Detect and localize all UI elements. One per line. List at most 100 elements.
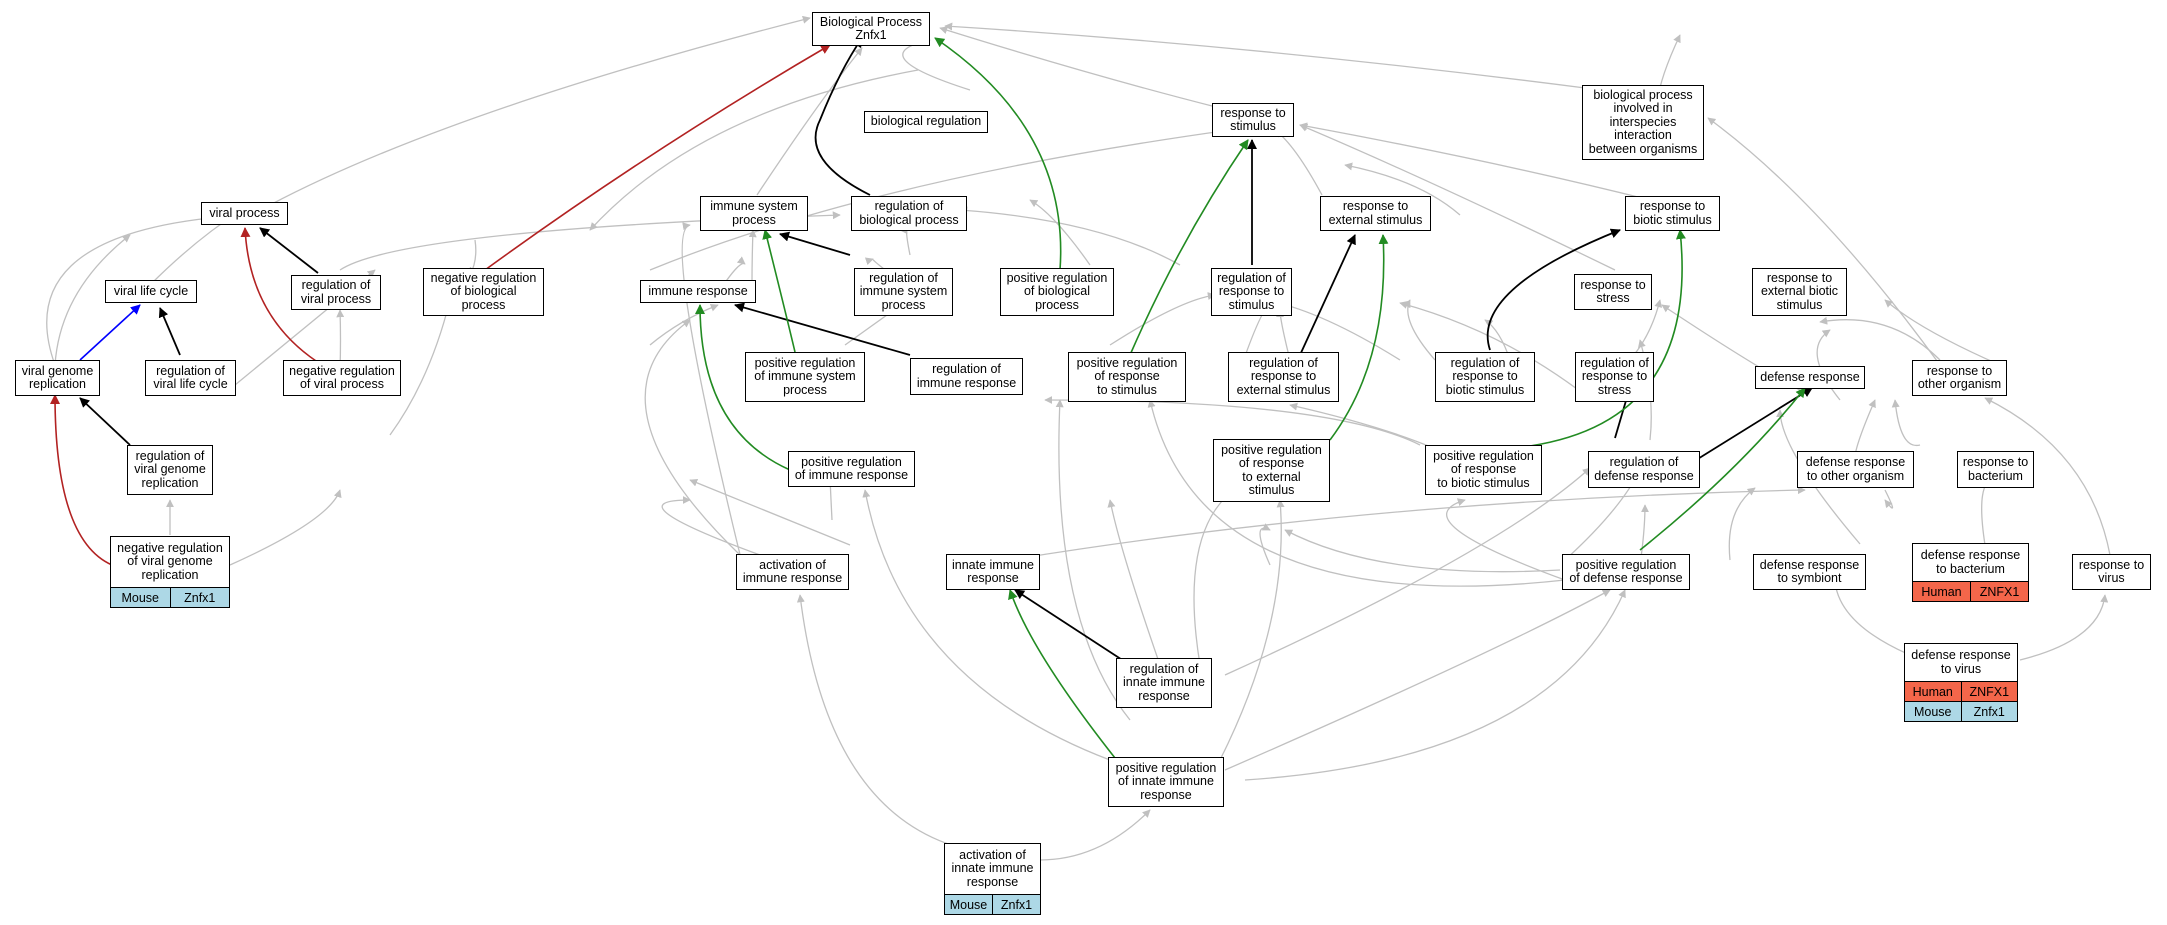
- node-regulation-of-response-to-stimulus[interactable]: regulation of response to stimulus: [1211, 268, 1292, 316]
- organism-row-human: Human ZNFX1: [1905, 681, 2017, 701]
- node-label: positive regulation of innate immune res…: [1115, 760, 1217, 802]
- node-negative-regulation-of-viral-process[interactable]: negative regulation of viral process: [283, 360, 401, 396]
- node-response-to-stress[interactable]: response to stress: [1574, 274, 1652, 310]
- node-regulation-of-innate-immune-response[interactable]: regulation of innate immune response: [1116, 658, 1212, 708]
- node-regulation-of-viral-process[interactable]: regulation of viral process: [291, 275, 381, 310]
- species-label: Human: [1921, 584, 1962, 599]
- node-label: negative regulation of viral genome repl…: [117, 540, 223, 582]
- node-activation-of-immune-response[interactable]: activation of immune response: [736, 554, 849, 590]
- node-label: positive regulation of biological proces…: [1006, 270, 1108, 312]
- node-negative-regulation-of-biological-process[interactable]: negative regulation of biological proces…: [423, 268, 544, 316]
- node-label: regulation of response to biotic stimulu…: [1445, 355, 1525, 397]
- node-biological-process[interactable]: Biological Process Znfx1: [812, 12, 930, 46]
- node-label: response to virus: [2078, 557, 2145, 585]
- node-regulation-of-viral-genome-replication[interactable]: regulation of viral genome replication: [127, 445, 213, 495]
- node-label: innate immune response: [952, 557, 1034, 585]
- node-label: response to other organism: [1917, 363, 2002, 391]
- node-label: viral process: [209, 205, 280, 220]
- node-regulation-of-response-to-external-stimulus[interactable]: regulation of response to external stimu…: [1228, 352, 1339, 402]
- node-defense-response-to-symbiont[interactable]: defense response to symbiont: [1753, 554, 1866, 590]
- node-positive-regulation-of-immune-response[interactable]: positive regulation of immune response: [788, 451, 915, 487]
- node-label: defense response to bacterium: [1920, 548, 2021, 576]
- node-label: defense response to symbiont: [1759, 557, 1860, 585]
- node-label: biological process involved in interspec…: [1588, 87, 1698, 156]
- node-label: positive regulation of response to exter…: [1221, 442, 1322, 497]
- node-positive-regulation-of-immune-system-process[interactable]: positive regulation of immune system pro…: [745, 352, 865, 402]
- node-label: defense response to virus: [1911, 648, 2011, 676]
- gene-label: Znfx1: [169, 588, 230, 607]
- node-defense-response-to-virus[interactable]: defense response to virus Human ZNFX1 Mou…: [1904, 643, 2018, 722]
- node-immune-response[interactable]: immune response: [640, 280, 756, 303]
- node-regulation-of-response-to-biotic-stimulus[interactable]: regulation of response to biotic stimulu…: [1435, 352, 1535, 402]
- node-label: response to stress: [1580, 277, 1646, 305]
- blue-edges: [79, 304, 141, 361]
- node-label: regulation of viral process: [300, 278, 372, 306]
- node-defense-response-to-other-organism[interactable]: defense response to other organism: [1797, 451, 1914, 488]
- node-viral-life-cycle[interactable]: viral life cycle: [105, 280, 197, 303]
- node-label: activation of innate immune response: [951, 847, 1034, 889]
- node-interspecies-interaction[interactable]: biological process involved in interspec…: [1582, 85, 1704, 160]
- node-label: positive regulation of immune response: [794, 454, 909, 482]
- node-label: immune response: [648, 283, 748, 298]
- node-response-to-biotic-stimulus[interactable]: response to biotic stimulus: [1625, 196, 1720, 231]
- node-label: positive regulation of defense response: [1569, 557, 1683, 585]
- node-viral-genome-replication[interactable]: viral genome replication: [15, 360, 100, 396]
- node-label: response to stimulus: [1220, 105, 1286, 133]
- node-label: negative regulation of biological proces…: [430, 270, 537, 312]
- node-label: positive regulation of immune system pro…: [754, 355, 856, 397]
- node-viral-process[interactable]: viral process: [201, 202, 288, 225]
- node-defense-response[interactable]: defense response: [1755, 366, 1865, 389]
- node-negative-regulation-of-viral-genome-replication[interactable]: negative regulation of viral genome repl…: [110, 536, 230, 608]
- node-label: regulation of defense response: [1594, 455, 1694, 483]
- black-edges: [79, 37, 1813, 666]
- node-label: defense response to other organism: [1805, 455, 1906, 483]
- node-response-to-external-biotic-stimulus[interactable]: response to external biotic stimulus: [1752, 268, 1847, 316]
- node-label: negative regulation of viral process: [289, 363, 395, 391]
- node-label: biological regulation: [870, 114, 982, 129]
- organism-row-mouse: Mouse Znfx1: [111, 587, 229, 607]
- node-label: positive regulation of response to stimu…: [1076, 355, 1178, 397]
- node-label: regulation of immune response: [916, 362, 1017, 390]
- node-regulation-of-response-to-stress[interactable]: regulation of response to stress: [1575, 352, 1654, 402]
- node-label: Biological Process Znfx1: [819, 14, 923, 42]
- node-regulation-of-defense-response[interactable]: regulation of defense response: [1588, 451, 1700, 488]
- node-response-to-other-organism[interactable]: response to other organism: [1912, 360, 2007, 396]
- node-response-to-bacterium[interactable]: response to bacterium: [1957, 451, 2034, 488]
- species-label: Mouse: [1913, 704, 1952, 719]
- gene-label: ZNFX1: [1960, 682, 2018, 701]
- node-label: immune system process: [710, 199, 798, 227]
- node-regulation-of-viral-life-cycle[interactable]: regulation of viral life cycle: [145, 360, 236, 396]
- node-positive-regulation-of-defense-response[interactable]: positive regulation of defense response: [1562, 554, 1690, 590]
- node-immune-system-process[interactable]: immune system process: [700, 196, 808, 231]
- node-response-to-external-stimulus[interactable]: response to external stimulus: [1320, 196, 1431, 231]
- node-biological-regulation[interactable]: biological regulation: [864, 111, 988, 133]
- species-label: Human: [1912, 684, 1953, 699]
- node-response-to-stimulus[interactable]: response to stimulus: [1212, 103, 1294, 137]
- node-response-to-virus[interactable]: response to virus: [2072, 554, 2151, 590]
- node-innate-immune-response[interactable]: innate immune response: [946, 554, 1040, 590]
- node-label: defense response: [1760, 369, 1860, 384]
- node-positive-regulation-of-response-to-biotic-stimulus[interactable]: positive regulation of response to bioti…: [1425, 445, 1542, 495]
- node-regulation-of-immune-response[interactable]: regulation of immune response: [910, 358, 1023, 395]
- node-label: regulation of viral life cycle: [153, 363, 228, 391]
- node-label: regulation of immune system process: [859, 270, 948, 312]
- node-label: viral life cycle: [113, 283, 189, 298]
- node-positive-regulation-of-response-to-external-stimulus[interactable]: positive regulation of response to exter…: [1213, 439, 1330, 502]
- node-regulation-of-biological-process[interactable]: regulation of biological process: [851, 196, 967, 231]
- node-label: response to biotic stimulus: [1633, 199, 1712, 227]
- node-regulation-of-immune-system-process[interactable]: regulation of immune system process: [854, 268, 953, 316]
- node-positive-regulation-of-response-to-stimulus[interactable]: positive regulation of response to stimu…: [1068, 352, 1186, 402]
- species-label: Mouse: [121, 590, 160, 605]
- node-label: response to external biotic stimulus: [1760, 270, 1839, 312]
- node-positive-regulation-of-innate-immune-response[interactable]: positive regulation of innate immune res…: [1108, 757, 1224, 807]
- node-label: regulation of biological process: [859, 199, 959, 227]
- node-activation-of-innate-immune-response[interactable]: activation of innate immune response Mou…: [944, 843, 1041, 915]
- node-label: regulation of response to stimulus: [1217, 270, 1286, 312]
- node-positive-regulation-of-biological-process[interactable]: positive regulation of biological proces…: [1000, 268, 1114, 316]
- node-label: regulation of innate immune response: [1123, 661, 1205, 703]
